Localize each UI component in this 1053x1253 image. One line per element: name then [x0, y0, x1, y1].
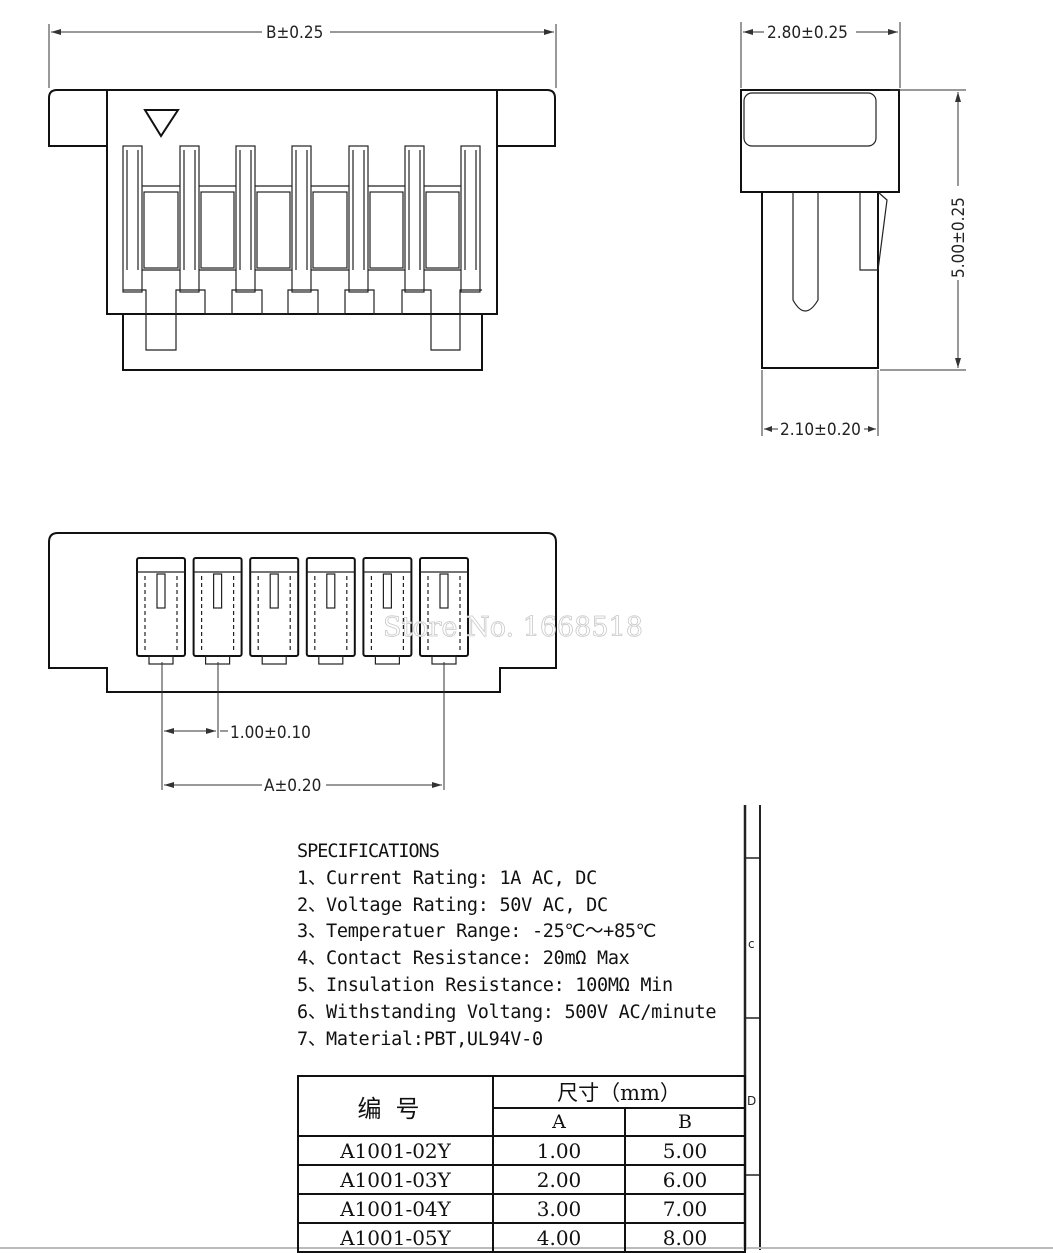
spec-item: 2、Voltage Rating: 50V AC, DC	[297, 894, 608, 916]
front-pin-post	[179, 145, 200, 293]
front-pin-post	[235, 145, 256, 293]
dim-height-label: 5.00±0.25	[949, 197, 969, 278]
cell-a: 4.00	[492, 1222, 626, 1253]
bottom-pin-contact	[419, 557, 469, 665]
side-mark-d: D	[747, 1094, 756, 1108]
front-pin-cavity	[311, 185, 349, 271]
header-col-b: B	[624, 1107, 746, 1137]
cell-b: 6.00	[624, 1164, 746, 1195]
front-pin-post	[291, 145, 312, 293]
cell-b: 7.00	[624, 1193, 746, 1224]
bottom-pin-contact	[362, 557, 413, 665]
bottom-pin-contact	[249, 557, 300, 665]
table-row: A1001-02Y 1.00 5.00	[297, 1135, 746, 1166]
dim-pitch-label: 1.00±0.10	[230, 723, 311, 743]
bottom-pin-contact	[305, 557, 356, 665]
front-pin-cavity	[199, 185, 236, 271]
spec-item: 3、Temperatuer Range: -25℃～+85℃	[297, 921, 657, 943]
cell-a: 3.00	[492, 1193, 626, 1224]
front-pin-cavity	[368, 185, 405, 271]
spec-item: 4、Contact Resistance: 20mΩ Max	[297, 948, 630, 970]
front-pin-cavity	[142, 185, 180, 271]
side-mark-c: c	[748, 937, 755, 951]
cell-a: 2.00	[492, 1164, 626, 1195]
cell-a: 1.00	[492, 1135, 626, 1166]
bottom-pin-contact	[192, 557, 243, 665]
bottom-pin-contact	[136, 557, 186, 665]
cell-b: 5.00	[624, 1135, 746, 1166]
bottom-view: 1.00±0.10 A±0.20	[48, 532, 557, 796]
spec-item: 1、Current Rating: 1A AC, DC	[297, 867, 597, 889]
spec-item: 5、Insulation Resistance: 100MΩ Min	[297, 974, 673, 996]
front-view: B±0.25	[48, 23, 557, 371]
specifications-title: SPECIFICATIONS	[297, 841, 440, 862]
dimension-table: 编号 尺寸（mm） A B A1001-02Y 1.00 5.00 A1001-…	[297, 1075, 746, 1253]
cell-part: A1001-04Y	[297, 1193, 494, 1224]
dim-b-label: B±0.25	[266, 23, 323, 43]
table-row: A1001-03Y 2.00 6.00	[297, 1164, 746, 1195]
header-size: 尺寸（mm）	[492, 1075, 746, 1109]
cell-b: 8.00	[624, 1222, 746, 1253]
front-pin-post	[348, 145, 369, 293]
specifications-block: SPECIFICATIONS 1、Current Rating: 1A AC, …	[297, 839, 747, 1053]
pin1-triangle-icon	[143, 109, 180, 138]
cell-part: A1001-05Y	[297, 1222, 494, 1253]
side-view: 2.80±0.25 5.00±0.25 2.10±0.20	[740, 22, 969, 440]
front-pin-cavity	[255, 185, 292, 271]
front-pin-post	[404, 145, 425, 293]
cell-part: A1001-02Y	[297, 1135, 494, 1166]
front-pin-post	[122, 145, 143, 293]
front-pin-cavity	[424, 185, 461, 271]
table-row: A1001-04Y 3.00 7.00	[297, 1193, 746, 1224]
dim-base-label: 2.10±0.20	[780, 420, 861, 440]
spec-item: 7、Material:PBT,UL94V-0	[297, 1028, 543, 1050]
store-watermark: Store No. 1668518	[383, 612, 643, 643]
cell-part: A1001-03Y	[297, 1164, 494, 1195]
header-col-a: A	[492, 1107, 626, 1137]
side-border: c D	[743, 805, 761, 1250]
table-row: A1001-05Y 4.00 8.00	[297, 1222, 746, 1253]
front-pin-post	[460, 145, 481, 293]
spec-item: 6、Withstanding Voltang: 500V AC/minute	[297, 1001, 717, 1023]
header-part-number: 编号	[297, 1075, 494, 1137]
dim-depth-label: 2.80±0.25	[767, 23, 848, 43]
dim-a-label: A±0.20	[264, 776, 321, 796]
